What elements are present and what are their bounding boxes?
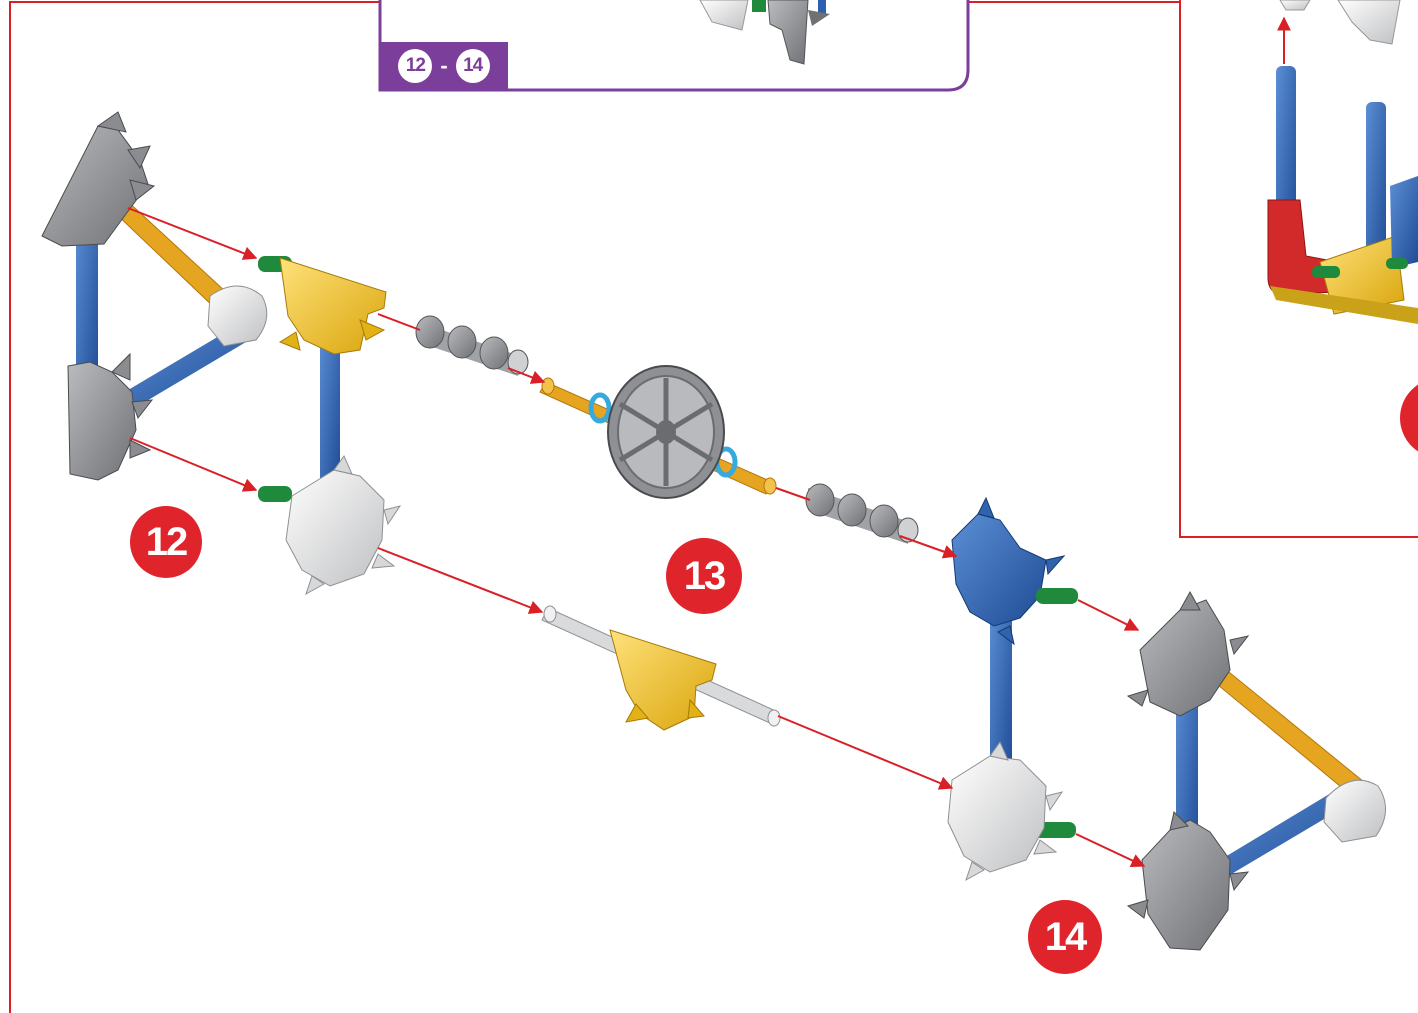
arrow-blue-to-gray (1078, 600, 1138, 630)
spacer-group-right (806, 484, 918, 544)
step-12-badge: 12 (130, 506, 202, 578)
arrow-axle-to-spacers (776, 488, 810, 500)
arrow-white-to-gray (1076, 834, 1144, 866)
arrow-bottom-left-to-white (130, 438, 256, 490)
step-14-badge: 14 (1028, 900, 1102, 974)
step14-triangle-module (1128, 592, 1386, 950)
step13-lower-rod (542, 606, 780, 730)
step12-column-module (258, 256, 400, 594)
arrow-lower-rod-to-white (778, 716, 952, 788)
arrow-spacers-to-blue (900, 536, 956, 556)
step14-column-module (948, 498, 1078, 880)
step-range-tab: 12 - 14 (380, 42, 508, 90)
inset-panel (1180, 0, 1418, 537)
spacer-group-left (416, 316, 528, 376)
step-range-start: 12 (398, 49, 432, 83)
step-13-badge: 13 (666, 538, 742, 614)
step-range-end: 14 (456, 49, 490, 83)
step12-triangle-module (42, 112, 267, 480)
pulley-wheel (608, 366, 724, 498)
arrow-yellow-to-spacers (378, 314, 420, 330)
step-range-separator: - (440, 53, 447, 79)
step13-axle-assembly (416, 316, 918, 544)
arrow-white-to-lower-rod (378, 548, 542, 612)
